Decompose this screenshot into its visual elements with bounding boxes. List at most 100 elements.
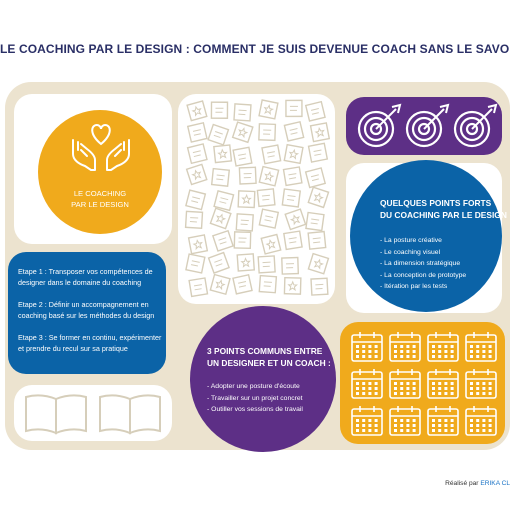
sticky-note-icon bbox=[186, 143, 208, 165]
sticky-note-icon bbox=[307, 142, 329, 163]
credit: Réalisé par ERIKA CL bbox=[445, 480, 510, 487]
etape-3-line2: et prendre du recul sur sa pratique bbox=[18, 344, 128, 353]
points-forts-item: - La conception de prototype bbox=[380, 271, 467, 279]
sticky-note-icon bbox=[232, 146, 253, 167]
center-circle bbox=[38, 110, 162, 234]
points-communs-item: - Outiller vos sessions de travail bbox=[207, 406, 303, 413]
points-communs-item: - Adopter une posture d'écoute bbox=[207, 383, 300, 390]
sticky-note-icon bbox=[211, 229, 234, 252]
sticky-note-icon bbox=[210, 167, 231, 187]
sticky-note-icon bbox=[282, 166, 303, 187]
calendar-icon bbox=[427, 332, 459, 362]
sticky-note-icon bbox=[310, 277, 329, 296]
sticky-note-icon bbox=[209, 273, 231, 296]
calendar-icon bbox=[351, 332, 497, 436]
target-icon bbox=[357, 103, 498, 148]
etape-1-line1: Etape 1 : Transposer vos compétences de bbox=[18, 267, 153, 276]
sticky-note-icon bbox=[231, 121, 254, 144]
points-forts-title-1: QUELQUES POINTS FORTS bbox=[380, 198, 492, 208]
center-circle-label: LE COACHING PAR LE DESIGN bbox=[38, 188, 162, 210]
points-forts-circle bbox=[350, 160, 502, 312]
calendar-icon bbox=[351, 406, 383, 436]
calendar-icon bbox=[351, 332, 383, 362]
etapes-block: Etape 1 : Transposer vos compétences de … bbox=[18, 266, 161, 365]
sticky-note-icon bbox=[261, 144, 282, 165]
sticky-note-icon bbox=[258, 208, 280, 229]
book-icon bbox=[99, 394, 161, 435]
etape-1: Etape 1 : Transposer vos compétences de … bbox=[18, 266, 161, 288]
sticky-note-icon bbox=[207, 123, 230, 146]
sticky-note-icon bbox=[213, 190, 235, 212]
calendar-icon bbox=[427, 406, 459, 436]
etape-1-line2: designer dans le domaine du coaching bbox=[18, 278, 142, 287]
points-communs-block: 3 POINTS COMMUNS ENTRE UN DESIGNER ET UN… bbox=[207, 345, 331, 416]
sticky-note-icon bbox=[185, 189, 207, 211]
sticky-note-icon bbox=[188, 277, 209, 298]
etape-2-line2: coaching basé sur les méthodes du design bbox=[18, 311, 155, 320]
sticky-note-icon bbox=[285, 99, 303, 118]
sticky-note-icon bbox=[260, 233, 282, 255]
etape-2-line1: Etape 2 : Définir un accompagnement en bbox=[18, 300, 149, 309]
page-title: LE COACHING PAR LE DESIGN : COMMENT JE S… bbox=[0, 42, 510, 56]
points-forts-title-2: DU COACHING PAR LE DESIGN : bbox=[380, 210, 510, 220]
tile-etapes bbox=[8, 252, 166, 374]
sticky-note-icon bbox=[258, 165, 280, 187]
points-forts-item: - Le coaching visuel bbox=[380, 248, 441, 256]
sticky-note-icon bbox=[258, 99, 279, 120]
center-circle-line1: LE COACHING bbox=[73, 189, 127, 198]
sticky-note-icon bbox=[281, 188, 302, 208]
book-icon bbox=[25, 394, 161, 435]
sticky-note-icon bbox=[304, 100, 326, 122]
calendar-icon bbox=[389, 369, 421, 399]
points-forts-item: - La dimension stratégique bbox=[380, 260, 461, 267]
points-forts-item: - La posture créative bbox=[380, 237, 442, 244]
sticky-note-icon bbox=[213, 144, 233, 164]
target-icon bbox=[405, 103, 450, 148]
sticky-note-icon bbox=[284, 208, 307, 231]
sticky-note-icon bbox=[185, 253, 206, 274]
sticky-note-icon bbox=[256, 188, 276, 208]
calendar-icon bbox=[465, 406, 497, 436]
sticky-note-icon bbox=[210, 101, 229, 119]
points-forts-block: QUELQUES POINTS FORTS DU COACHING PAR LE… bbox=[380, 197, 510, 293]
sticky-note-icon bbox=[186, 122, 208, 143]
sticky-note-icon bbox=[238, 166, 257, 185]
sticky-note-icon bbox=[258, 123, 277, 142]
calendar-icon bbox=[465, 369, 497, 399]
sticky-note-icon bbox=[232, 273, 253, 295]
etape-3: Etape 3 : Se former en continu, expérime… bbox=[18, 332, 161, 354]
sticky-note-icon bbox=[281, 256, 300, 275]
heart-hands-icon bbox=[72, 123, 130, 171]
sticky-note-icon bbox=[283, 143, 304, 165]
points-communs-title-2: UN DESIGNER ET UN COACH : bbox=[207, 358, 331, 368]
center-circle-line2: PAR LE DESIGN bbox=[71, 200, 129, 209]
sticky-note-icon bbox=[209, 207, 232, 230]
sticky-note-icon bbox=[233, 231, 252, 250]
etape-2: Etape 2 : Définir un accompagnement en c… bbox=[18, 299, 161, 321]
calendar-icon bbox=[465, 332, 497, 362]
credit-prefix: Réalisé par bbox=[445, 480, 481, 487]
sticky-note-icon bbox=[283, 120, 305, 142]
points-communs-title-1: 3 POINTS COMMUNS ENTRE bbox=[207, 346, 323, 356]
sticky-note-icon bbox=[235, 213, 254, 232]
sticky-note-icon bbox=[184, 210, 204, 229]
points-forts-item: - Itération par les tests bbox=[380, 283, 448, 290]
sticky-note-icon bbox=[207, 251, 230, 274]
sticky-note-icon bbox=[283, 230, 303, 251]
sticky-note-icon bbox=[236, 253, 256, 272]
calendar-icon bbox=[389, 406, 421, 436]
sticky-note-icon bbox=[309, 122, 331, 143]
sticky-note-icon bbox=[304, 167, 327, 189]
sticky-note-icon bbox=[307, 230, 327, 250]
book-icon bbox=[25, 394, 87, 435]
sticky-note-icon bbox=[307, 186, 330, 209]
calendar-icon bbox=[427, 369, 459, 399]
points-communs-circle bbox=[190, 306, 336, 452]
sticky-note-icon bbox=[187, 234, 209, 255]
sticky-note-icon bbox=[233, 103, 252, 122]
sticky-note-icon bbox=[237, 190, 256, 209]
credit-name: ERIKA CL bbox=[480, 480, 510, 487]
sticky-note-icon bbox=[186, 100, 208, 122]
calendar-icon bbox=[389, 332, 421, 362]
etape-3-line1: Etape 3 : Se former en continu, expérime… bbox=[18, 333, 162, 342]
